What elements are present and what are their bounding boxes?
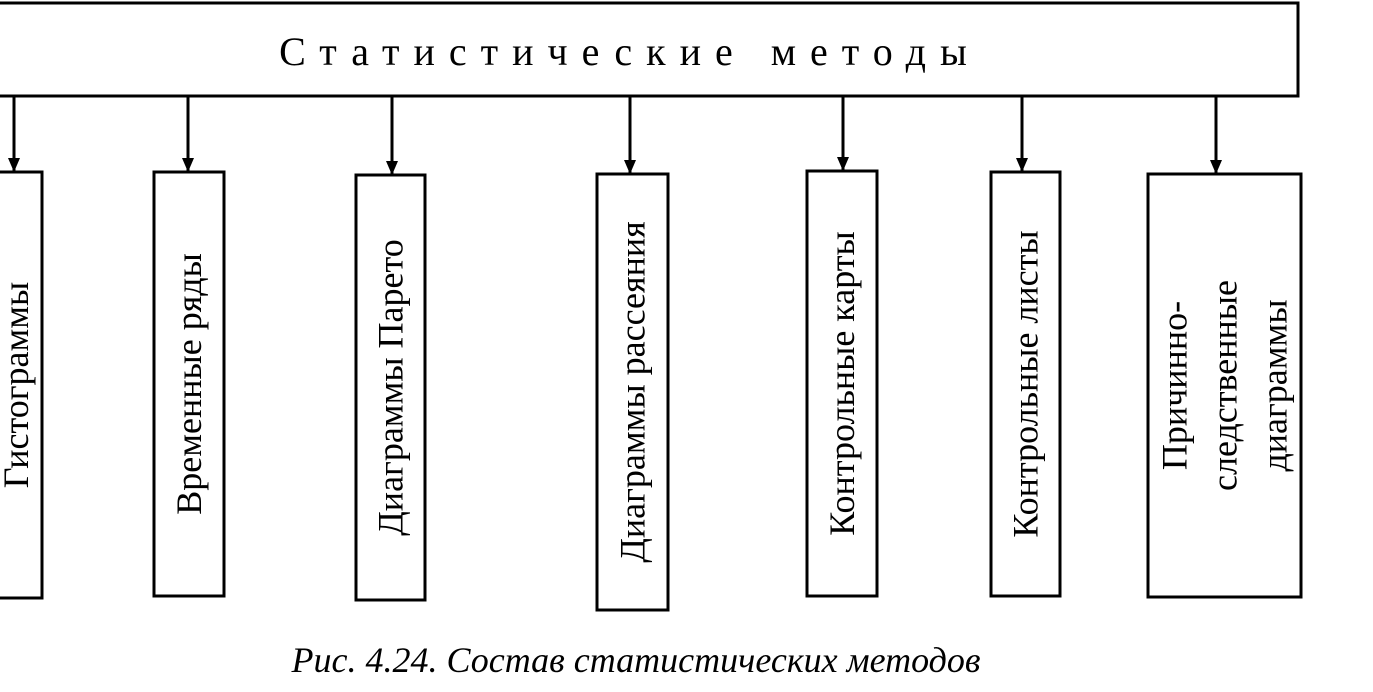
method-node-4: Диаграммы рассеяния: [595, 172, 670, 612]
root-label: Статистические методы: [279, 29, 981, 74]
method-label: Причинно-: [1155, 301, 1195, 470]
method-node-5: Контрольные карты: [805, 169, 879, 598]
method-label: Временные ряды: [169, 253, 209, 515]
method-box: [595, 172, 670, 612]
arrows-group: [8, 97, 1222, 175]
method-label: Контрольные листы: [1006, 230, 1046, 537]
root-node: Статистические методы: [0, 1, 1300, 98]
method-box: [152, 170, 226, 598]
method-label: Диаграммы рассеяния: [613, 221, 653, 562]
method-label: Гистограммы: [0, 282, 36, 488]
methods-group: Гистограммы Временные ряды Диаграммы Парет…: [0, 169, 1303, 612]
method-node-3: Диаграммы Парето: [354, 173, 427, 602]
method-box: [354, 173, 427, 602]
root-box: [0, 1, 1300, 98]
method-node-6: Контрольные листы: [989, 170, 1062, 598]
method-label: Контрольные карты: [822, 231, 862, 535]
method-node-1: Гистограммы: [0, 170, 44, 600]
method-box: [0, 170, 44, 600]
method-label: диаграммы: [1255, 299, 1295, 471]
method-label: следственные: [1205, 280, 1245, 491]
figure-caption: Рис. 4.24. Состав статистических методов: [291, 640, 981, 680]
method-box: [989, 170, 1062, 598]
method-label: Диаграммы Парето: [371, 239, 411, 536]
method-box: [1146, 172, 1303, 599]
method-node-2: Временные ряды: [152, 170, 226, 598]
method-box: [805, 169, 879, 598]
